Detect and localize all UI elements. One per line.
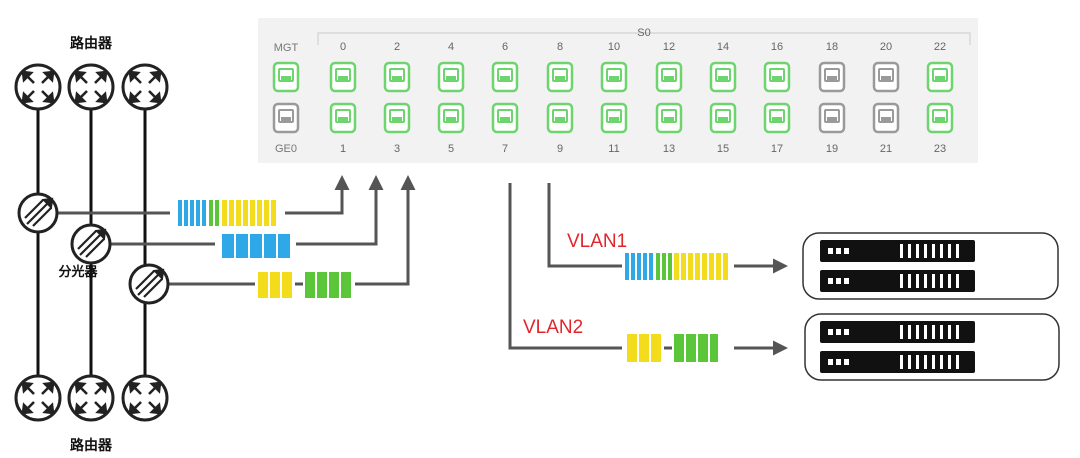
port-11[interactable] [600,102,628,134]
port-6[interactable] [491,61,519,93]
port-number-label: 11 [608,143,619,155]
port-10[interactable] [600,61,628,93]
port-number-label: 5 [448,143,454,155]
router-icon [121,374,169,422]
packet-stream [627,334,718,362]
ge-label: GE0 [275,143,297,155]
port-mgt[interactable] [272,61,300,93]
router-bottom-label: 路由器 [70,437,113,454]
vlan2-label: VLAN2 [523,317,583,338]
port-9[interactable] [546,102,574,134]
port-number-label: 19 [826,143,838,155]
port-number-label: 3 [394,143,400,155]
port-ge0[interactable] [272,102,300,134]
port-number-label: 12 [663,41,675,53]
port-number-label: 0 [340,41,346,53]
port-number-label: 18 [826,41,838,53]
splitter-icon [70,223,112,265]
vlan1-label: VLAN1 [567,231,627,252]
router-icon [67,374,115,422]
vlan-paths: VLAN1 VLAN2 [508,183,788,362]
port-12[interactable] [655,61,683,93]
port-number-label: 15 [717,143,729,155]
port-number-label: 8 [557,41,563,53]
port-number-label: 6 [502,41,508,53]
port-18[interactable] [818,61,846,93]
port-7[interactable] [491,102,519,134]
port-17[interactable] [763,102,791,134]
incoming-streams [178,175,416,298]
port-number-label: 16 [771,41,783,53]
router-icon [14,63,62,111]
port-number-label: 20 [880,41,892,53]
packet-stream [625,253,728,280]
port-20[interactable] [872,61,900,93]
port-4[interactable] [437,61,465,93]
server-icon [804,313,1060,381]
port-2[interactable] [383,61,411,93]
port-number-label: 13 [663,143,675,155]
splitter-label: 分光器 [58,264,98,280]
port-0[interactable] [329,61,357,93]
port-number-label: 14 [717,41,729,53]
splitter-icon [17,192,59,234]
port-number-label: 9 [557,143,563,155]
router-icon [14,374,62,422]
port-1[interactable] [329,102,357,134]
port-number-label: 2 [394,41,400,53]
port-14[interactable] [709,61,737,93]
port-number-label: 4 [448,41,454,53]
router-icon [121,63,169,111]
group-label: S0 [637,27,650,39]
packet-stream [258,272,351,298]
port-number-label: 17 [771,143,783,155]
port-number-label: 21 [880,143,892,155]
port-number-label: 23 [934,143,946,155]
port-number-label: 10 [608,41,620,53]
server-icon [802,232,1059,300]
port-23[interactable] [926,102,954,134]
port-16[interactable] [763,61,791,93]
router-top-label: 路由器 [70,35,113,52]
splitter-icon [128,263,170,305]
port-3[interactable] [383,102,411,134]
port-number-label: 22 [934,41,946,53]
packet-stream [222,234,290,258]
switch-panel: S0 MGT GE0 01234567891011121314151617181… [258,18,978,163]
port-22[interactable] [926,61,954,93]
port-5[interactable] [437,102,465,134]
port-15[interactable] [709,102,737,134]
port-21[interactable] [872,102,900,134]
port-number-label: 1 [340,143,346,155]
mgt-label: MGT [274,42,299,54]
port-19[interactable] [818,102,846,134]
port-13[interactable] [655,102,683,134]
router-icon [67,63,115,111]
port-number-label: 7 [502,143,508,155]
packet-stream [178,200,276,226]
router-topology: 路由器 路由器 分光器 [14,35,255,454]
port-8[interactable] [546,61,574,93]
